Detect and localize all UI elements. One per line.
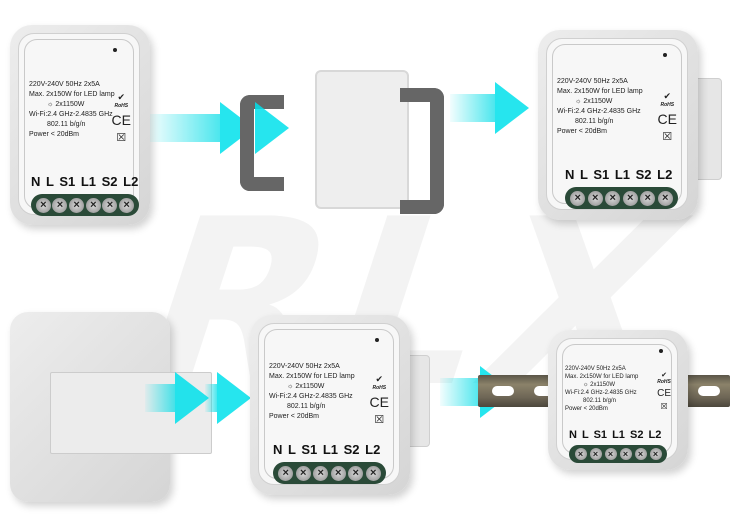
led-indicator [113,48,117,52]
check-icon: ✔ [117,92,126,102]
switch-module-1: 220V-240V 50Hz 2x5A Max. 2x150W for LED … [10,25,150,225]
ce-mark: CE [111,112,131,128]
switch-module-6: 220V-240V 50Hz 2x5A Max. 2x150W for LED … [548,330,688,470]
grey-clamp-right [400,88,444,214]
module-face: 220V-240V 50Hz 2x5A Max. 2x150W for LED … [546,38,688,210]
switch-module-3: 220V-240V 50Hz 2x5A Max. 2x150W for LED … [538,30,698,220]
din-bracket [315,70,409,209]
pin-labels: N L S1 L1 S2 L2 [31,174,139,189]
cert-marks: ✔ RoHS CE ☒ [112,92,131,144]
switch-module-5: 220V-240V 50Hz 2x5A Max. 2x150W for LED … [250,315,410,495]
spec-label: 220V-240V 50Hz 2x5A Max. 2x150W for LED … [29,81,115,138]
weee-bin-icon: ☒ [116,132,127,144]
terminal-block: ×××××× [31,194,139,216]
rohs-mark: RoHS [114,103,129,109]
module-face: 220V-240V 50Hz 2x5A Max. 2x150W for LED … [18,33,140,216]
